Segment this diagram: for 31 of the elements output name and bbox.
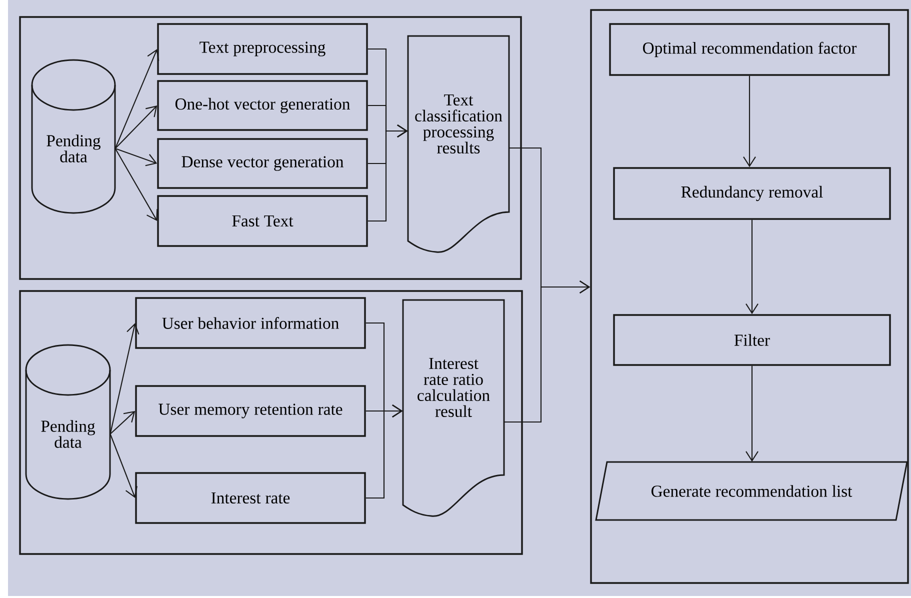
arrow: [366, 404, 403, 499]
node-label: Pending data: [41, 420, 95, 448]
process-box: Text preprocessing: [157, 23, 368, 75]
panel-frame: [590, 9, 909, 584]
process-box: Optimal recommendation factor: [609, 23, 890, 76]
arrow: [368, 124, 408, 222]
panel-frame: [19, 290, 523, 555]
process-box: Dense vector generation: [157, 138, 368, 189]
process-box: User behavior information: [135, 297, 366, 349]
process-box: Interest rate: [135, 472, 366, 524]
arrow: [115, 148, 158, 166]
database-cylinder: Pending data: [25, 344, 111, 500]
process-box: Fast Text: [157, 195, 368, 247]
process-box: One-hot vector generation: [157, 80, 368, 131]
database-cylinder: Pending data: [31, 59, 116, 214]
panel-frame: [19, 16, 522, 280]
process-box: Filter: [613, 314, 891, 366]
arrow: [746, 220, 758, 314]
process-box: User memory retention rate: [135, 385, 366, 437]
arrow: [110, 411, 136, 434]
output-parallelogram: Generate recommendation list: [595, 461, 908, 521]
arrow: [114, 148, 158, 221]
arrow: [746, 366, 758, 462]
arrow: [504, 280, 590, 423]
node-label: Pending data: [46, 134, 100, 162]
arrow: [743, 76, 756, 168]
arrow: [114, 106, 158, 149]
arrow: [110, 434, 138, 498]
arrow: [110, 323, 140, 434]
process-box: Redundancy removal: [613, 167, 891, 220]
arrow: [114, 49, 160, 149]
